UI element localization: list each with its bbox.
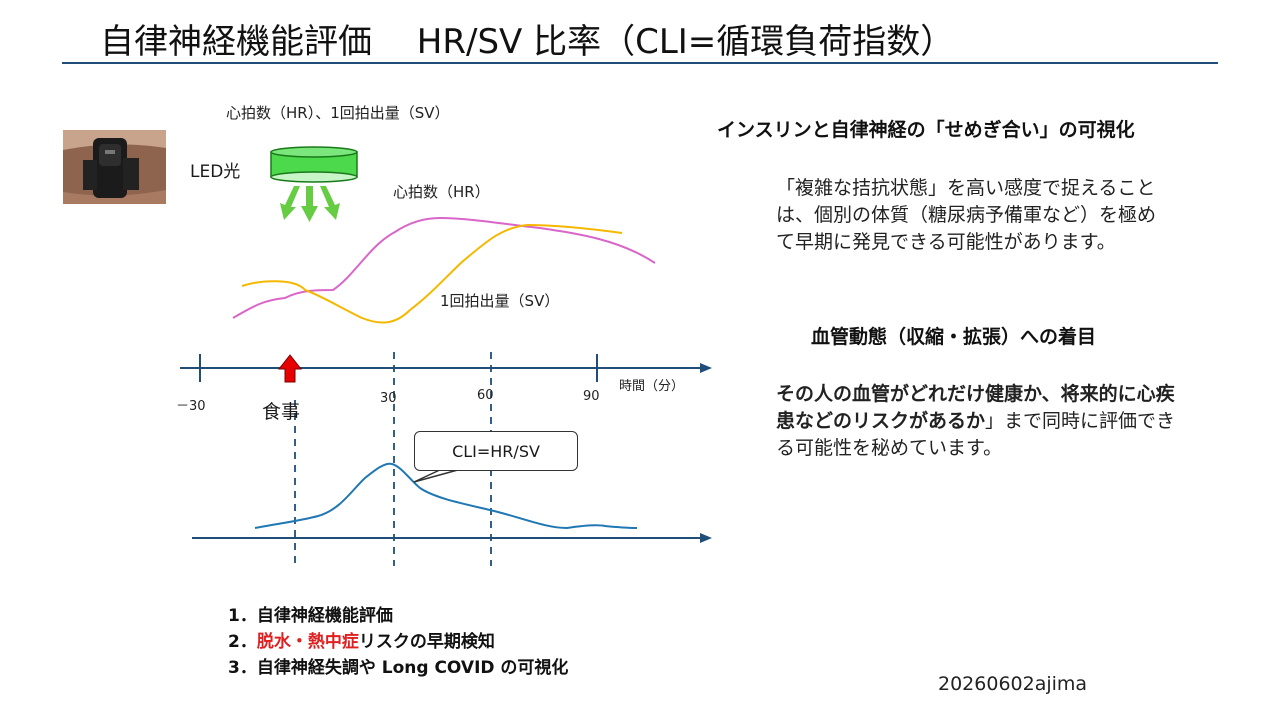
wristband-photo [63, 130, 166, 204]
tick-label-60: 60 [477, 388, 494, 403]
hr-label: 心拍数（HR） [393, 183, 490, 201]
list-item: 1．自律神経機能評価 [228, 606, 393, 626]
paragraph-insulin: 「複雑な拮抗状態」を高い感度で捉えることは、個別の体質（糖尿病予備軍など）を極め… [776, 177, 1157, 253]
tick-label-minus30: －30 [176, 399, 206, 414]
list-item-highlight: 脱水・熱中症 [256, 632, 359, 652]
hr-curve [232, 216, 656, 319]
sv-curve [241, 223, 623, 324]
meal-label: 食事 [262, 401, 301, 423]
measure-label: 心拍数（HR）、1回拍出量（SV） [226, 104, 450, 122]
cli-callout: CLI=HR/SV [414, 431, 578, 471]
meal-arrow-icon [277, 354, 303, 383]
paragraph-vascular: その人の血管がどれだけ健康か、将来的に心疾患などのリスクがあるか」まで同時に評価… [776, 381, 1184, 462]
page-title: 自律神経機能評価 HR/SV 比率（CLI=循環負荷指数） [100, 22, 955, 62]
arrow-down-icon [280, 186, 340, 222]
heading-vascular: 血管動態（収縮・拡張）への着目 [811, 326, 1097, 348]
led-sensor-icon [270, 146, 358, 183]
title-underline [62, 62, 1218, 64]
footer-id: 20260602ajima [938, 673, 1088, 695]
paragraph-vascular-rest: 」まで同時に評価できる可能性を秘めています。 [776, 410, 1176, 459]
feature-list: 1．自律神経機能評価 2．脱水・熱中症リスクの早期検知 3．自律神経失調や Lo… [228, 603, 568, 681]
list-item: 2．脱水・熱中症リスクの早期検知 [228, 632, 495, 652]
led-label: LED光 [190, 162, 241, 182]
tick-label-30: 30 [380, 391, 397, 406]
heading-insulin: インスリンと自律神経の「せめぎ合い」の可視化 [717, 119, 1135, 141]
list-item: 3．自律神経失調や Long COVID の可視化 [228, 658, 569, 678]
cli-curve [254, 462, 638, 530]
paragraph-vascular-bold: その人の血管がどれだけ健康か、将来的に心疾患などのリスクがあるか [776, 383, 1175, 432]
axis-unit-label: 時間（分） [619, 379, 685, 394]
tick-label-90: 90 [583, 389, 600, 404]
cli-axis [192, 533, 712, 543]
sv-label: 1回拍出量（SV） [440, 292, 560, 310]
